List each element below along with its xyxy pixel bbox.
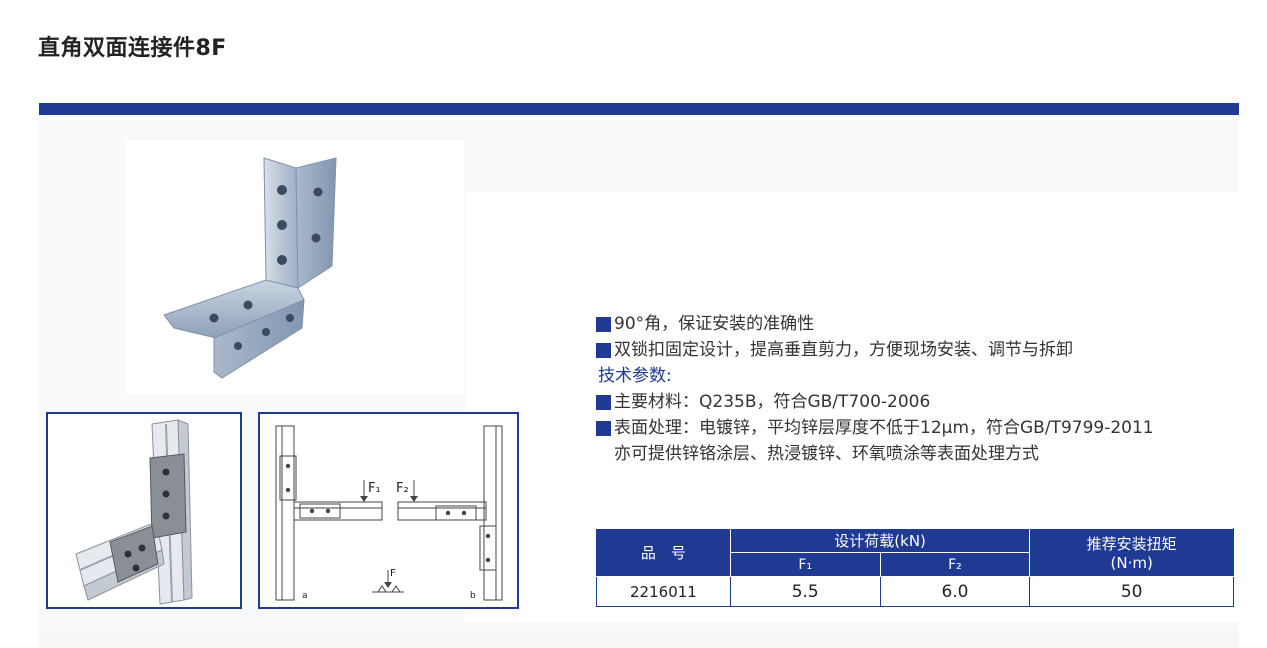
label-f2: F₂	[396, 481, 409, 496]
bullet-square-icon	[596, 394, 611, 410]
cell-part-number: 2216011	[596, 576, 731, 607]
cell-f1: 5.5	[729, 576, 881, 607]
assembly-photo	[46, 412, 242, 609]
header-design-load: 设计荷载(kN)	[729, 528, 1031, 553]
table-row: 2216011 5.5 6.0 50	[596, 576, 1234, 607]
label-f1: F₁	[368, 481, 381, 496]
header-part-number: 品 号	[596, 528, 731, 577]
load-diagram: F₁ F₂ F a b	[258, 412, 519, 609]
bullet-square-icon	[596, 342, 611, 358]
subheader-f1: F₁	[729, 552, 881, 577]
subheader-f2: F₂	[879, 552, 1031, 577]
spec-table: 品 号 设计荷载(kN) 推荐安装扭矩 (N·m) F₁ F₂ 2216011 …	[596, 528, 1234, 607]
feature-item: 90°角，保证安装的准确性	[596, 311, 1154, 337]
cell-f2: 6.0	[879, 576, 1031, 607]
header-torque-unit: (N·m)	[1110, 554, 1153, 572]
header-torque-label: 推荐安装扭矩	[1086, 535, 1177, 553]
header-torque: 推荐安装扭矩 (N·m)	[1029, 528, 1234, 577]
tech-item: 表面处理：电镀锌，平均锌层厚度不低于12μm，符合GB/T9799-2011	[596, 415, 1154, 441]
label-b: b	[470, 591, 476, 601]
tech-item: 主要材料：Q235B，符合GB/T700-2006	[596, 389, 1154, 415]
page-title: 直角双面连接件8F	[38, 36, 227, 61]
footer-band	[39, 632, 1239, 648]
label-a: a	[302, 591, 308, 601]
feature-item: 双锁扣固定设计，提高垂直剪力，方便现场安装、调节与拆卸	[596, 337, 1154, 363]
tech-params-label: 技术参数:	[598, 366, 672, 386]
bullet-square-icon	[596, 316, 611, 332]
surface-treatment-note: 亦可提供锌铬涂层、热浸镀锌、环氧喷涂等表面处理方式	[614, 444, 1039, 464]
feature-list: 90°角，保证安装的准确性 双锁扣固定设计，提高垂直剪力，方便现场安装、调节与拆…	[596, 311, 1154, 467]
label-f: F	[390, 568, 396, 579]
cell-torque: 50	[1029, 576, 1234, 607]
product-photo	[126, 140, 464, 395]
title-divider-bar	[39, 103, 1239, 115]
bullet-square-icon	[596, 420, 611, 436]
